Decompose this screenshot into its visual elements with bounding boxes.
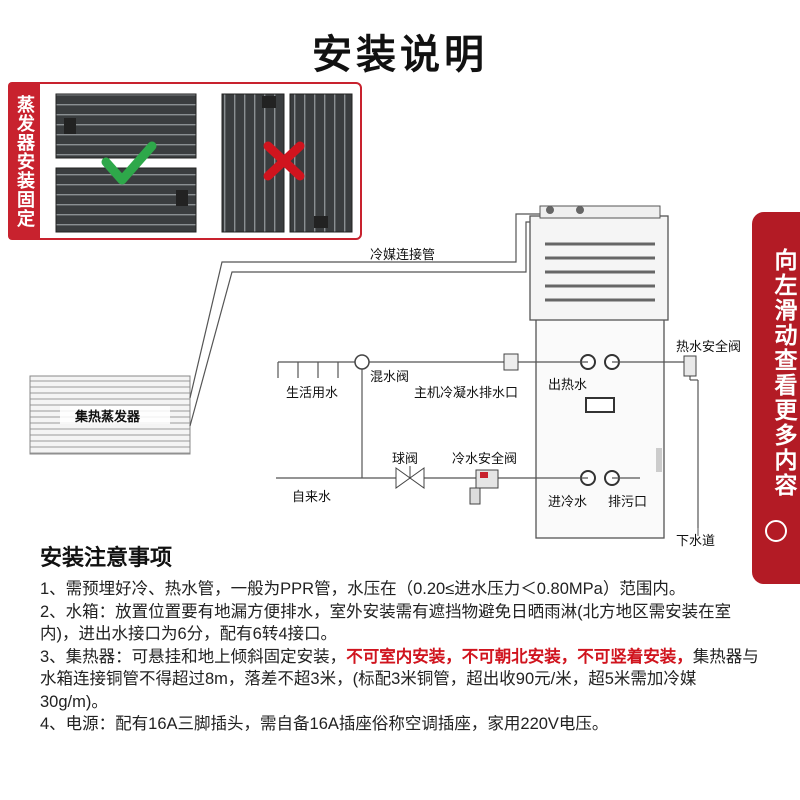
note-item-3-warning: 不可室内安装，不可朝北安装，不可竖着安装， [346, 647, 693, 666]
evaporator-panel-horizontal-top [55, 93, 197, 159]
swipe-more-text: 向左滑动查看更多内容 [770, 248, 796, 498]
installation-notes: 安装注意事项 1、需预埋好冷、热水管，一般为PPR管，水压在（0.20≤进水压力… [40, 540, 760, 736]
cold-safety-valve-label: 冷水安全阀 [452, 452, 518, 467]
tap-water-label: 自来水 [292, 490, 332, 505]
cold-water-in-label: 进冷水 [548, 495, 588, 510]
note-item-1: 1、需预埋好冷、热水管，一般为PPR管，水压在（0.20≤进水压力＜0.80MP… [40, 580, 686, 598]
hot-water-out-label: 出热水 [548, 378, 588, 393]
condensate-fitting-icon [503, 353, 519, 371]
hot-safety-valve-label: 热水安全阀 [676, 340, 742, 355]
note-item-2: 2、水箱：放置位置要有地漏方便排水，室外安装需有遮挡物避免日晒雨淋(北方地区需安… [40, 602, 732, 644]
refrigerant-pipe-label: 冷媒连接管 [370, 248, 436, 263]
note-item-3-part-b: 集热器与水箱连接铜管不得超过8m，落差不超3米，(标配3米铜管，超出收90元/米… [40, 647, 759, 711]
circle-arrow-icon [765, 520, 787, 542]
drain-outlet-label: 排污口 [608, 495, 648, 510]
condensate-outlet-label: 主机冷凝水排水口 [414, 386, 519, 401]
hot-safety-valve-icon [683, 355, 697, 377]
ball-valve-label: 球阀 [392, 452, 419, 467]
sewer-label: 下水道 [676, 534, 716, 549]
domestic-water-label: 生活用水 [286, 386, 339, 401]
water-tank-unit [529, 205, 669, 539]
note-item-4: 4、电源：配有16A三脚插头，需自备16A插座俗称空调插座，家用220V电压。 [40, 715, 609, 733]
page-title: 安装说明 [312, 32, 488, 78]
x-mark-icon [263, 141, 305, 181]
ball-valve-icon [395, 466, 425, 489]
mixing-valve-icon [354, 354, 370, 370]
evaporator-panel-vertical-left [221, 93, 285, 233]
note-item-3: 3、集热器：可悬挂和地上倾斜固定安装，不可室内安装，不可朝北安装，不可竖着安装，… [40, 646, 760, 714]
collector-label: 集热蒸发器 [75, 410, 141, 425]
check-mark-icon [101, 141, 157, 185]
evaporator-mounting-label: 蒸发器安装固定 [8, 82, 40, 240]
hot-water-pipe [277, 361, 699, 528]
evaporator-panel-vertical-right [289, 93, 353, 233]
notes-title: 安装注意事项 [40, 545, 173, 570]
mixing-valve-label: 混水阀 [370, 370, 410, 385]
note-item-3-part-a: 3、集热器：可悬挂和地上倾斜固定安装， [40, 647, 347, 666]
cold-safety-valve-icon [469, 469, 499, 505]
